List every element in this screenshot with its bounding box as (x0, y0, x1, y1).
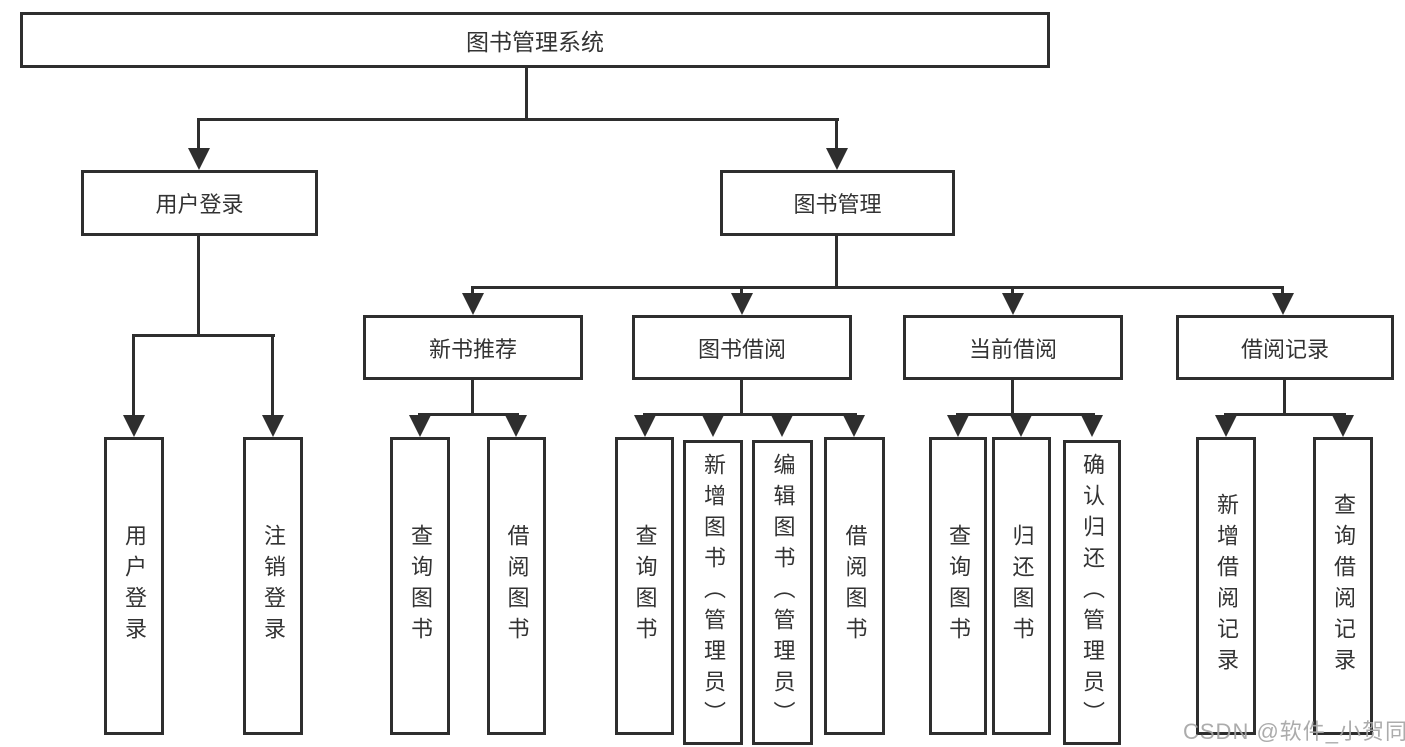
connector (956, 413, 1095, 416)
node-label: 编辑图书（管理员） (770, 453, 796, 732)
connector (197, 118, 200, 150)
node-borrow-books-recommend: 借阅图书 (487, 437, 546, 735)
node-label: 用户登录 (122, 524, 147, 648)
node-edit-books-admin: 编辑图书（管理员） (752, 440, 813, 745)
node-label: 图书管理 (793, 192, 882, 217)
node-label: 用户登录 (155, 192, 244, 217)
arrow-down-icon (826, 148, 848, 170)
connector (740, 286, 743, 295)
connector (471, 380, 474, 416)
connector (1281, 286, 1284, 295)
connector (1224, 413, 1346, 416)
node-query-borrow-record: 查询借阅记录 (1313, 437, 1373, 735)
node-return-books: 归还图书 (992, 437, 1051, 735)
arrow-down-icon (1332, 415, 1354, 437)
arrow-down-icon (409, 415, 431, 437)
arrow-down-icon (947, 415, 969, 437)
connector (271, 334, 274, 417)
arrow-down-icon (843, 415, 865, 437)
node-add-books-admin: 新增图书（管理员） (683, 440, 743, 745)
node-label: 新书推荐 (428, 336, 517, 362)
node-book-borrowing: 图书借阅 (632, 315, 852, 380)
node-borrowing-records: 借阅记录 (1176, 315, 1394, 380)
connector (132, 334, 275, 337)
node-library-management-system: 图书管理系统 (20, 12, 1050, 68)
arrow-down-icon (1010, 415, 1032, 437)
connector (132, 334, 135, 417)
node-label: 当前借阅 (968, 336, 1057, 362)
arrow-down-icon (505, 415, 527, 437)
node-label: 图书借阅 (697, 336, 786, 362)
connector (471, 286, 474, 295)
arrow-down-icon (262, 415, 284, 437)
connector (740, 380, 743, 416)
node-add-borrow-record: 新增借阅记录 (1196, 437, 1256, 735)
arrow-down-icon (123, 415, 145, 437)
node-query-books-current: 查询图书 (929, 437, 987, 735)
connector (643, 413, 857, 416)
node-label: 借阅记录 (1240, 336, 1329, 362)
connector (471, 286, 1284, 289)
connector (835, 236, 838, 288)
arrow-down-icon (188, 148, 210, 170)
node-label: 注销登录 (261, 524, 286, 648)
node-label: 借阅图书 (842, 524, 868, 648)
node-logout: 注销登录 (243, 437, 303, 735)
node-label: 新增图书（管理员） (701, 453, 726, 732)
node-label: 查询图书 (632, 524, 658, 648)
arrow-down-icon (771, 415, 793, 437)
node-label: 确认归还（管理员） (1080, 453, 1105, 732)
node-borrow-books-borrowing: 借阅图书 (824, 437, 885, 735)
watermark-text: CSDN @软件_小贺同学 (1183, 719, 1405, 744)
connector (197, 118, 839, 121)
node-label: 查询图书 (946, 524, 971, 648)
arrow-down-icon (1215, 415, 1237, 437)
node-confirm-return-admin: 确认归还（管理员） (1063, 440, 1121, 745)
arrow-down-icon (731, 293, 753, 315)
arrow-down-icon (1272, 293, 1294, 315)
node-current-borrowing: 当前借阅 (903, 315, 1123, 380)
node-query-books-recommend: 查询图书 (390, 437, 450, 735)
node-label: 归还图书 (1009, 524, 1035, 648)
node-query-books-borrowing: 查询图书 (615, 437, 674, 735)
node-label: 新增借阅记录 (1214, 493, 1239, 679)
arrow-down-icon (634, 415, 656, 437)
node-user-login-leaf: 用户登录 (104, 437, 164, 735)
node-label: 查询图书 (408, 524, 433, 648)
node-new-book-recommendation: 新书推荐 (363, 315, 583, 380)
connector (525, 68, 528, 120)
arrow-down-icon (1002, 293, 1024, 315)
node-label: 图书管理系统 (466, 29, 604, 55)
node-label: 查询借阅记录 (1331, 493, 1356, 679)
connector (1283, 380, 1286, 416)
connector (197, 236, 200, 337)
node-book-management: 图书管理 (720, 170, 955, 236)
arrow-down-icon (702, 415, 724, 437)
connector (418, 413, 519, 416)
arrow-down-icon (1081, 415, 1103, 437)
connector (1011, 286, 1014, 295)
connector (1011, 380, 1014, 416)
arrow-down-icon (462, 293, 484, 315)
node-label: 借阅图书 (504, 524, 530, 648)
node-user-login: 用户登录 (81, 170, 318, 236)
connector (835, 118, 838, 150)
